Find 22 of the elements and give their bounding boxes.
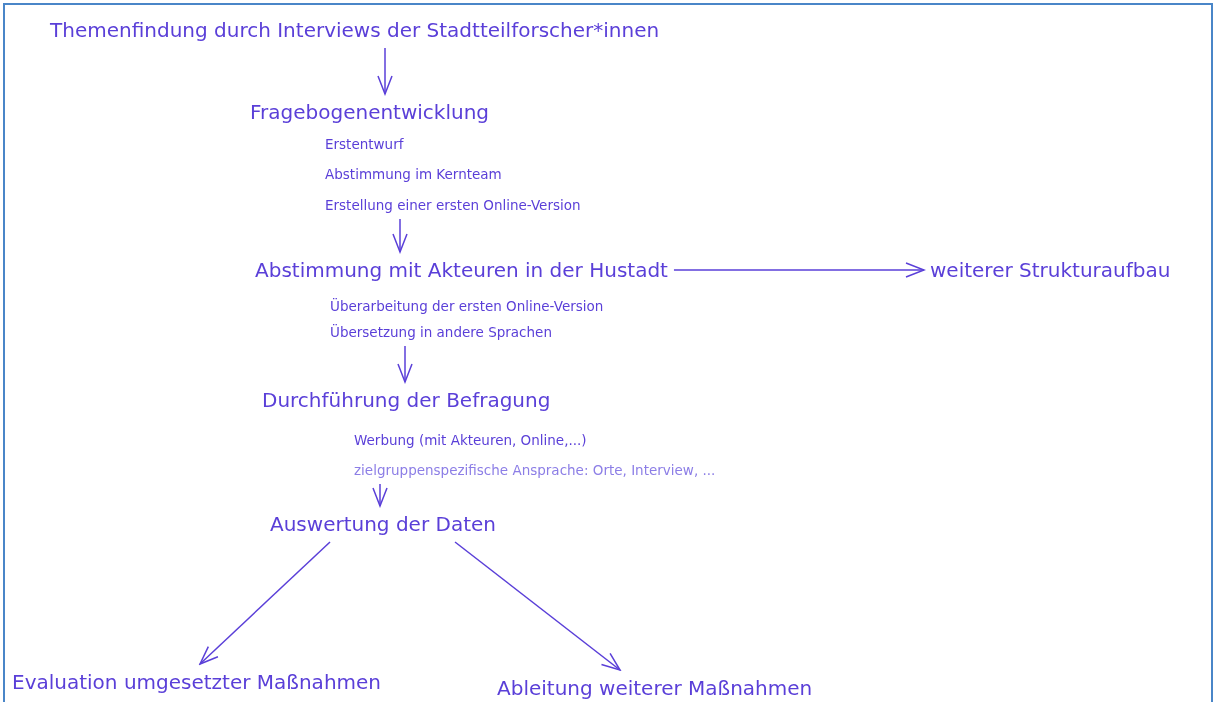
sub-step-text: Werbung (mit Akteuren, Online,...) [354, 432, 587, 448]
step-heading: weiterer Strukturaufbau [930, 258, 1171, 282]
arrow [454, 541, 621, 671]
arrow [377, 47, 393, 95]
arrow [392, 218, 408, 253]
sub-step-text: zielgruppenspezifische Ansprache: Orte, Interview, ... [354, 462, 716, 478]
arrow [673, 262, 925, 278]
step-heading: Ableitung weiterer Maßnahmen [497, 676, 813, 700]
sub-step-text: Abstimmung im Kernteam [325, 166, 502, 182]
arrow [397, 345, 413, 383]
sub-step-text: Erstentwurf [325, 136, 404, 152]
arrow [199, 541, 331, 665]
sub-step-text: Übersetzung in andere Sprachen [330, 324, 552, 340]
arrow [372, 483, 388, 507]
step-heading: Abstimmung mit Akteuren in der Hustadt [255, 258, 668, 282]
sub-step-text: Überarbeitung der ersten Online-Version [330, 298, 604, 314]
step-heading: Themenfindung durch Interviews der Stadtteilforscher*innen [50, 18, 660, 42]
step-heading: Durchführung der Befragung [262, 388, 552, 412]
step-heading: Evaluation umgesetzter Maßnahmen [12, 670, 381, 694]
step-heading: Fragebogenentwicklung [250, 100, 491, 124]
sub-step-text: Erstellung einer ersten Online-Version [325, 197, 581, 213]
step-heading: Auswertung der Daten [270, 512, 496, 536]
